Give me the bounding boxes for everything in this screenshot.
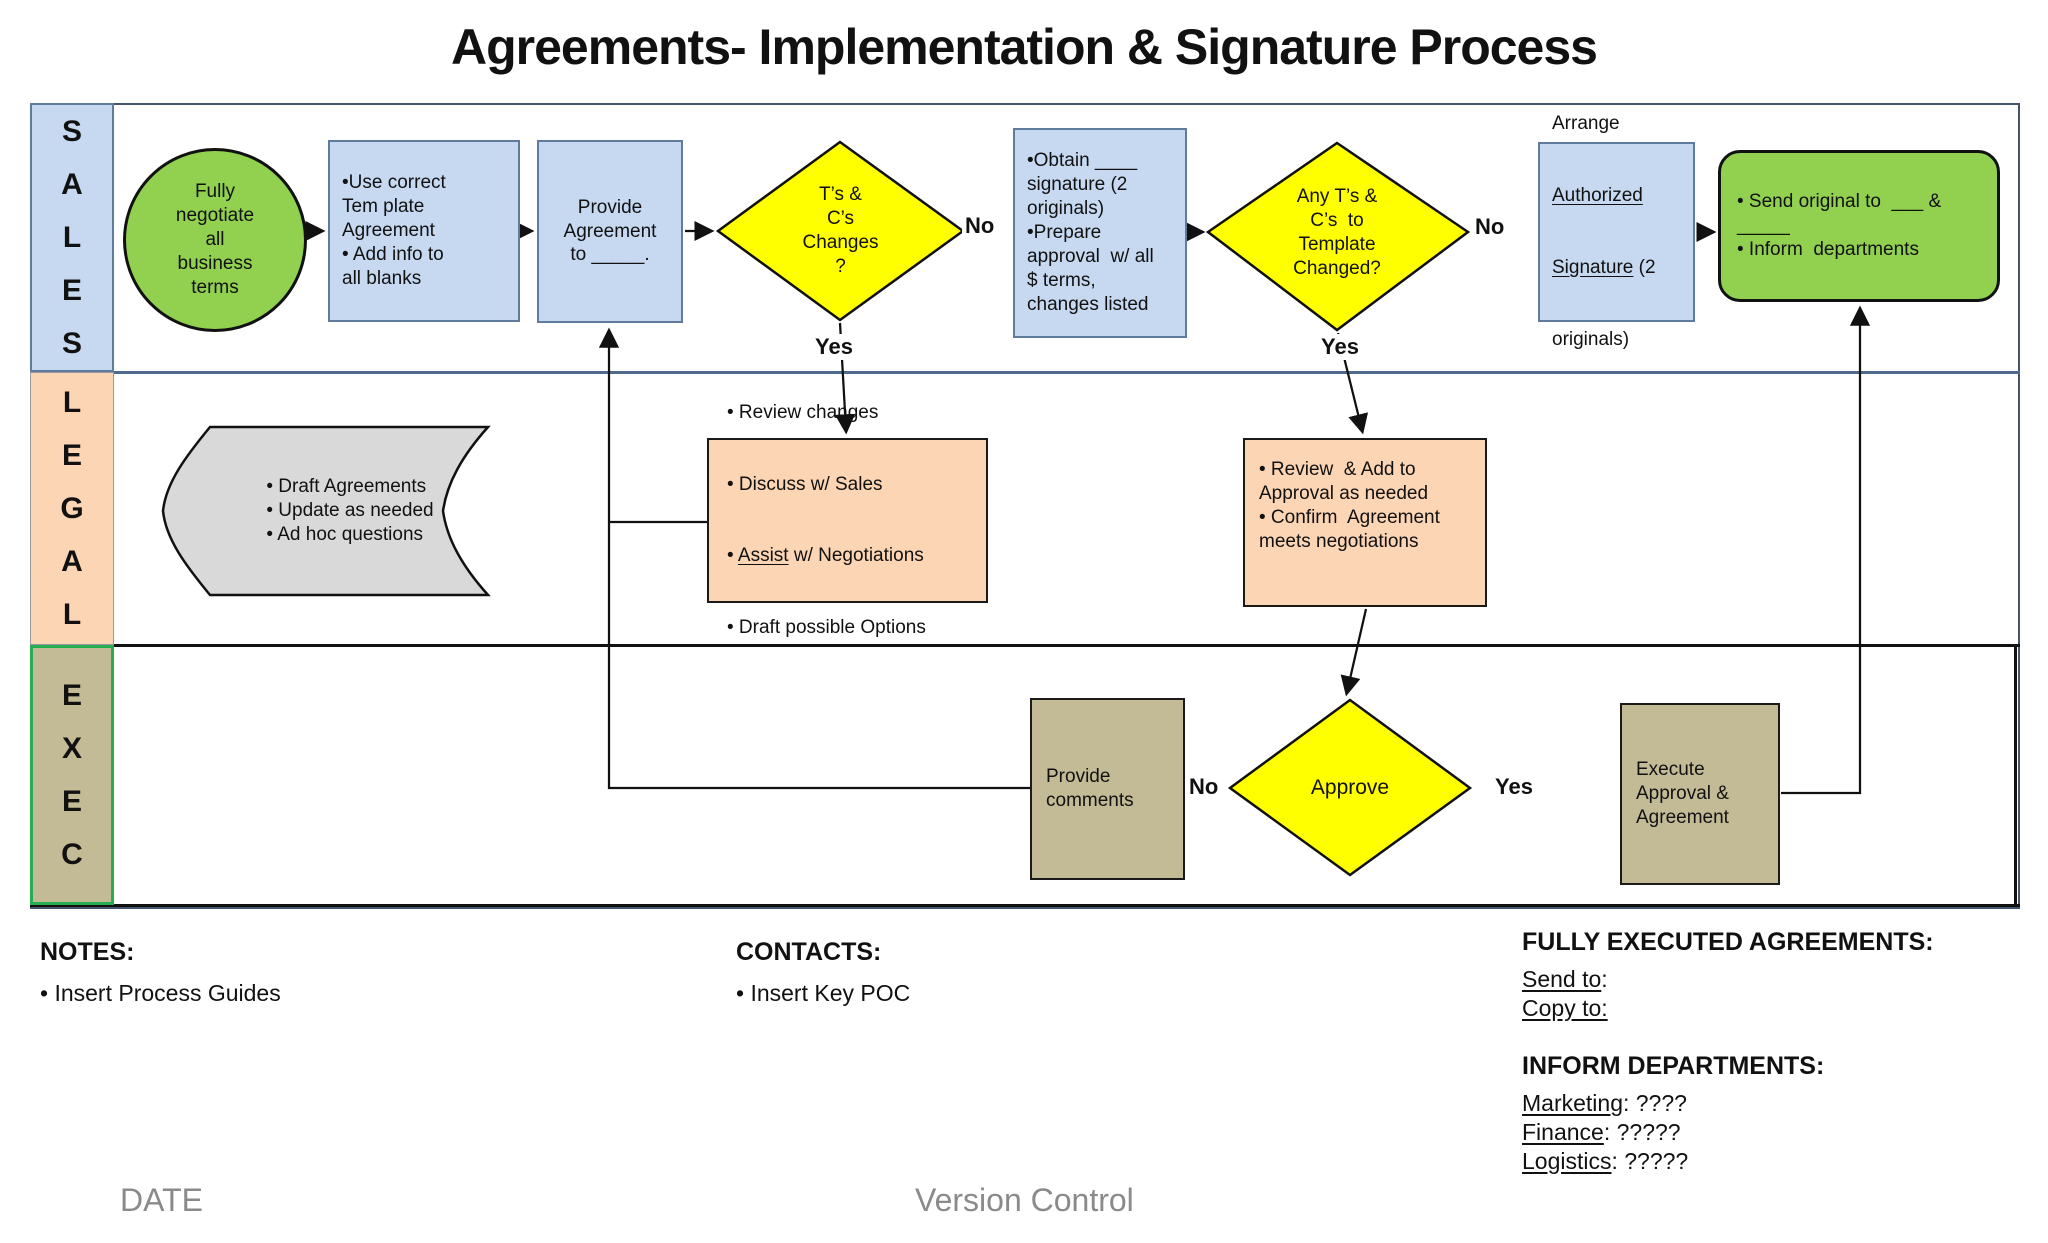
- lane-label-exec: EXEC: [30, 645, 114, 905]
- sales-legal-divider: [30, 371, 2020, 374]
- send-to-label: Send to: [1522, 966, 1602, 992]
- lane-label-sales: SALES: [30, 103, 114, 372]
- notes-heading: NOTES:: [40, 938, 135, 966]
- frame-right-border: [2014, 645, 2017, 905]
- decision3-yes-label: Yes: [1492, 774, 1536, 800]
- node-negotiate-text: Fully negotiate all business terms: [175, 181, 255, 298]
- arrange-line1: Arrange: [1552, 113, 1620, 135]
- node-execute-box: Execute Approval & Agreement: [1620, 703, 1780, 885]
- arrange-line4: originals): [1552, 328, 1630, 350]
- arrange-line3-rest: (2: [1633, 256, 1656, 278]
- lane-label-legal: LEGAL: [30, 372, 114, 645]
- node-provide-box: Provide Agreement to _____.: [537, 140, 683, 323]
- notes-item: • Insert Process Guides: [40, 980, 281, 1006]
- review-line4: • Draft possible Options: [727, 617, 926, 639]
- node-provide-comments-box: Provide comments: [1030, 698, 1185, 880]
- lane-label-legal-text: LEGAL: [60, 386, 84, 631]
- review-line3-pre: •: [727, 545, 738, 567]
- node-obtain-box: •Obtain ____ signature (2 originals) •Pr…: [1013, 128, 1187, 338]
- node-review-add-text: • Review & Add to Approval as needed • C…: [1259, 459, 1440, 552]
- logistics-label: Logistics: [1522, 1148, 1612, 1174]
- decision2-yes-label: Yes: [1318, 334, 1362, 360]
- decision1-yes-label: Yes: [812, 334, 856, 360]
- decision2-no-label: No: [1472, 214, 1508, 240]
- inform-marketing-line: Marketing: ????: [1522, 1090, 1687, 1117]
- inform-logistics-line: Logistics: ?????: [1522, 1148, 1688, 1175]
- send-to-line: Send to:: [1522, 966, 1608, 993]
- marketing-value: : ????: [1622, 1090, 1687, 1116]
- node-arrange-text: Arrange Authorized Signature (2 original…: [1552, 64, 1656, 399]
- decision2-label-area: Any T’s & C’s to Template Changed?: [1218, 158, 1456, 308]
- node-send-original-text: • Send original to ___ & _____ • Inform …: [1737, 191, 1942, 260]
- node-execute-text: Execute Approval & Agreement: [1636, 759, 1729, 828]
- decision3-no-label: No: [1186, 774, 1222, 800]
- node-legal-draft-area: • Draft Agreements • Update as needed • …: [218, 443, 482, 579]
- footer-date: DATE: [120, 1182, 203, 1218]
- decision1-no-label: No: [962, 213, 998, 239]
- node-obtain-text: •Obtain ____ signature (2 originals) •Pr…: [1027, 150, 1154, 315]
- node-provide-text: Provide Agreement to _____.: [563, 196, 657, 266]
- inform-finance-line: Finance: ?????: [1522, 1119, 1681, 1146]
- node-template-box: •Use correct Tem plate Agreement • Add i…: [328, 140, 520, 322]
- decision1-text: T’s & C’s Changes ?: [802, 184, 879, 277]
- copy-to-label: Copy to:: [1522, 995, 1608, 1021]
- review-line3-post: w/ Negotiations: [788, 545, 924, 567]
- decision3-text: Approve: [1310, 775, 1390, 799]
- node-legal-draft-text: • Draft Agreements • Update as needed • …: [266, 476, 434, 545]
- lane-label-sales-text: SALES: [61, 115, 83, 360]
- review-line2: • Discuss w/ Sales: [727, 473, 883, 495]
- page-title: Agreements- Implementation & Signature P…: [451, 19, 1598, 75]
- executed-agreements-heading: FULLY EXECUTED AGREEMENTS:: [1522, 928, 1934, 956]
- node-template-text: •Use correct Tem plate Agreement • Add i…: [342, 172, 446, 289]
- frame-bottom-border: [30, 904, 2020, 907]
- arrange-underline2: Signature: [1552, 256, 1634, 278]
- decision1-label-area: T’s & C’s Changes ?: [733, 155, 948, 307]
- finance-label: Finance: [1522, 1119, 1604, 1145]
- marketing-label: Marketing: [1522, 1090, 1623, 1116]
- review-line3-underline: Assist: [737, 545, 789, 567]
- contacts-item: • Insert Key POC: [736, 980, 911, 1006]
- contacts-heading: CONTACTS:: [736, 938, 882, 966]
- decision2-text: Any T’s & C’s to Template Changed?: [1293, 186, 1381, 279]
- finance-value: : ?????: [1603, 1119, 1681, 1145]
- lane-label-exec-text: EXEC: [61, 679, 83, 871]
- logistics-value: : ?????: [1611, 1148, 1689, 1174]
- node-review-changes-text: • Review changes • Discuss w/ Sales • As…: [727, 353, 926, 688]
- inform-departments-heading: INFORM DEPARTMENTS:: [1522, 1052, 1825, 1080]
- node-send-original-box: • Send original to ___ & _____ • Inform …: [1718, 150, 2000, 302]
- copy-to-line: Copy to:: [1522, 995, 1608, 1022]
- send-to-colon: :: [1601, 966, 1608, 992]
- decision3-label-area: Approve: [1255, 735, 1445, 841]
- arrange-underline1: Authorized: [1552, 185, 1643, 207]
- review-line1: • Review changes: [727, 401, 879, 423]
- node-review-changes-box: • Review changes • Discuss w/ Sales • As…: [707, 402, 988, 638]
- node-negotiate-circle: Fully negotiate all business terms: [123, 148, 307, 332]
- footer-version-control: Version Control: [915, 1182, 1134, 1218]
- node-arrange-box: Arrange Authorized Signature (2 original…: [1538, 113, 1695, 350]
- legal-exec-divider: [30, 644, 2020, 647]
- node-review-add-box: • Review & Add to Approval as needed • C…: [1243, 438, 1487, 607]
- node-provide-comments-text: Provide comments: [1046, 766, 1134, 811]
